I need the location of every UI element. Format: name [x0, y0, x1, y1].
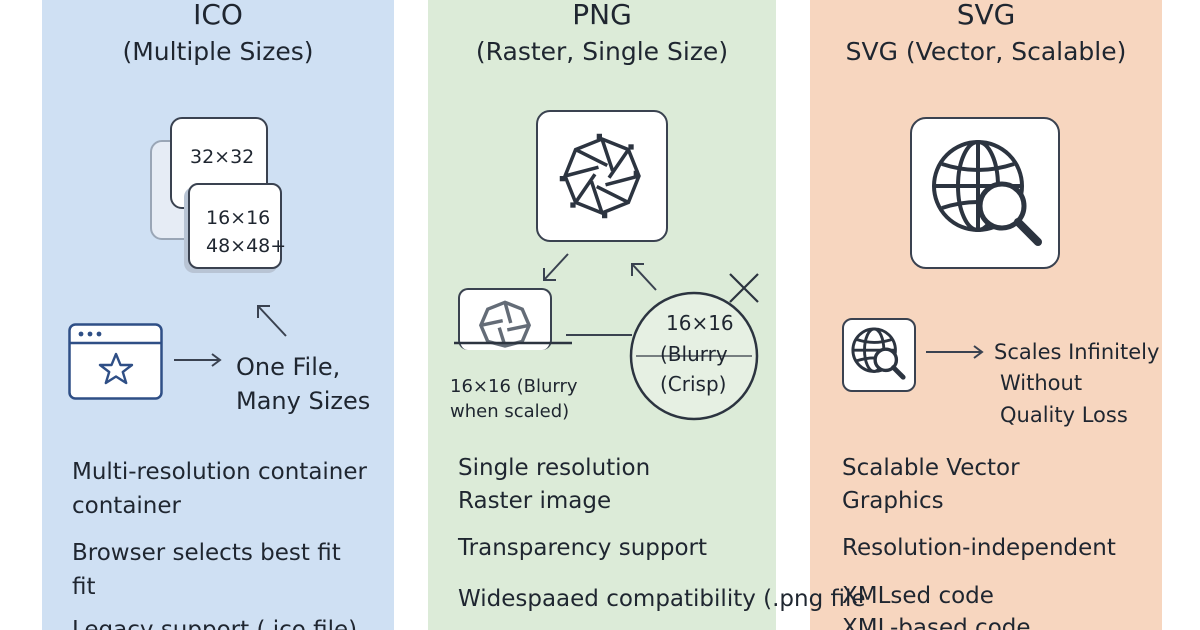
- ico-column: ICO (Multiple Sizes) 32×32 16×16 48×48+ …: [42, 0, 394, 630]
- ico-bullet-2-wrap: fit: [72, 574, 96, 600]
- ico-size-label-16: 16×16: [206, 207, 271, 229]
- png-bullet-1-wrap: Raster image: [458, 488, 612, 514]
- png-magnify-circle: [629, 291, 759, 421]
- ico-bullet-2: Browser selects best fit: [72, 540, 341, 566]
- ico-arrow-right-icon: [174, 353, 222, 367]
- globe-magnifier-icon: [932, 140, 1042, 246]
- png-small-tile: [458, 288, 552, 350]
- png-bullet-1: Single resolution: [458, 455, 651, 481]
- svg-bullet-1-wrap: Graphics: [842, 488, 944, 514]
- png-thumb-caption-line1: 16×16 (Blurry: [450, 376, 578, 397]
- png-connector-line: [566, 334, 632, 336]
- ico-size-label-48: 48×48+: [206, 235, 287, 257]
- png-large-tile: [536, 110, 668, 242]
- ico-title: ICO: [193, 0, 243, 31]
- ico-bullet-1-wrap: container: [72, 493, 181, 519]
- ico-size-tile-16: [188, 183, 282, 269]
- aperture-pixelated-icon: [559, 133, 641, 219]
- png-arrow-down-left-icon: [543, 253, 569, 281]
- png-arrow-up-left-icon: [631, 263, 657, 291]
- svg-callout-line1: Scales Infinitely: [994, 340, 1160, 364]
- png-thumb-caption-line2: when scaled): [450, 401, 570, 422]
- ico-bullet-3: Legacy support (.ico file): [72, 617, 358, 630]
- svg-subtitle: SVG (Vector, Scalable): [845, 37, 1127, 66]
- ico-callout-line2: Many Sizes: [236, 387, 371, 415]
- png-cross-icon: [729, 273, 759, 303]
- ico-arrow-up-left-icon: [257, 305, 287, 337]
- globe-magnifier-small-icon: [851, 327, 906, 380]
- ico-callout-line1: One File,: [236, 353, 341, 381]
- png-column: PNG (Raster, Single Size): [428, 0, 776, 630]
- png-title: PNG: [572, 0, 632, 31]
- svg-arrow-right-icon: [926, 345, 984, 359]
- png-thumb-baseline: [454, 341, 572, 345]
- svg-title: SVG: [956, 0, 1016, 31]
- png-bullet-3: Widespaaed compatibility (.png file: [458, 586, 866, 612]
- ico-size-label-32: 32×32: [190, 146, 255, 168]
- svg-callout-line2: Without: [1000, 371, 1083, 395]
- svg-column: SVG SVG (Vector, Scalable) Scales I: [810, 0, 1162, 630]
- browser-star-icon: [68, 323, 163, 400]
- svg-callout-line3: Quality Loss: [1000, 403, 1128, 427]
- png-circle-text-crisp: (Crisp): [660, 372, 727, 396]
- ico-bullet-1: Multi-resolution container: [72, 459, 367, 485]
- png-circle-text-blurry: (Blurry: [660, 342, 728, 366]
- png-bullet-2: Transparency support: [458, 535, 708, 561]
- ico-subtitle: (Multiple Sizes): [122, 37, 314, 66]
- png-circle-text-size: 16×16: [666, 311, 734, 335]
- png-subtitle: (Raster, Single Size): [475, 37, 729, 66]
